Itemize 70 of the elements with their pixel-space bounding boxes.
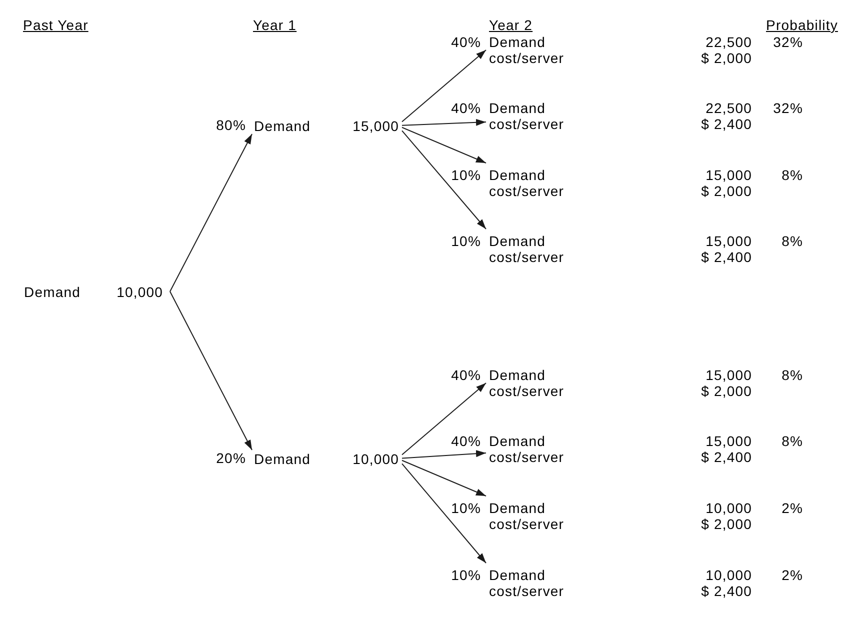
- edge-label: 10%: [451, 500, 481, 516]
- cost-label: cost/server: [489, 249, 564, 265]
- arrow: [170, 134, 252, 292]
- probability-value: 8%: [782, 233, 803, 249]
- arrow: [402, 463, 486, 564]
- demand-value: 22,500: [706, 100, 752, 116]
- cost-value: $ 2,000: [701, 383, 752, 399]
- demand-value: 22,500: [706, 34, 752, 50]
- probability-value: 8%: [782, 367, 803, 383]
- edge-label: 80%: [216, 117, 246, 134]
- arrow: [402, 450, 486, 459]
- demand-label: Demand: [489, 567, 546, 583]
- probability-value: 8%: [782, 167, 803, 183]
- cost-value: $ 2,000: [701, 50, 752, 66]
- demand-label: Demand: [24, 284, 81, 300]
- cost-value: $ 2,400: [701, 449, 752, 465]
- cost-value: $ 2,000: [701, 183, 752, 199]
- demand-value: 10,000: [706, 500, 752, 516]
- probability-value: 32%: [773, 100, 803, 116]
- edge-label: 40%: [451, 367, 481, 383]
- probability-value: 2%: [782, 567, 803, 583]
- probability-value: 32%: [773, 34, 803, 50]
- demand-label: Demand: [489, 500, 546, 516]
- arrow: [402, 460, 486, 496]
- arrow: [402, 118, 486, 126]
- cost-value: $ 2,400: [701, 583, 752, 599]
- column-header: Year 2: [489, 17, 533, 33]
- arrow: [402, 50, 486, 122]
- demand-label: Demand: [489, 167, 546, 183]
- demand-label: Demand: [489, 34, 546, 50]
- arrow: [170, 291, 252, 450]
- demand-value: 15,000: [706, 367, 752, 383]
- edge-label: 10%: [451, 567, 481, 583]
- demand-value: 15,000: [706, 167, 752, 183]
- demand-label: Demand: [489, 100, 546, 116]
- cost-value: $ 2,400: [701, 249, 752, 265]
- cost-value: $ 2,000: [701, 516, 752, 532]
- column-header: Probability: [766, 17, 838, 33]
- edge-label: 20%: [216, 450, 246, 467]
- demand-value: 15,000: [706, 433, 752, 449]
- demand-label: Demand: [254, 118, 311, 134]
- column-header: Year 1: [253, 17, 297, 33]
- edge-label: 40%: [451, 100, 481, 116]
- column-header: Past Year: [23, 17, 88, 33]
- cost-label: cost/server: [489, 50, 564, 66]
- arrow: [402, 126, 486, 164]
- arrow: [402, 382, 486, 456]
- edge-label: 40%: [451, 433, 481, 449]
- demand-label: Demand: [489, 433, 546, 449]
- cost-label: cost/server: [489, 383, 564, 399]
- edge-label: 10%: [451, 233, 481, 249]
- demand-value: 15,000: [352, 118, 399, 134]
- demand-value: 10,000: [352, 450, 399, 466]
- probability-value: 2%: [782, 500, 803, 516]
- cost-label: cost/server: [489, 583, 564, 599]
- cost-label: cost/server: [489, 449, 564, 465]
- cost-value: $ 2,400: [701, 116, 752, 132]
- arrow: [402, 130, 486, 230]
- edge-label: 10%: [451, 167, 481, 183]
- demand-label: Demand: [489, 233, 546, 249]
- demand-value: 15,000: [706, 233, 752, 249]
- demand-label: Demand: [254, 450, 311, 466]
- cost-label: cost/server: [489, 183, 564, 199]
- edge-label: 40%: [451, 34, 481, 50]
- cost-label: cost/server: [489, 116, 564, 132]
- probability-value: 8%: [782, 433, 803, 449]
- demand-value: 10,000: [116, 284, 163, 300]
- demand-value: 10,000: [706, 567, 752, 583]
- cost-label: cost/server: [489, 516, 564, 532]
- demand-label: Demand: [489, 367, 546, 383]
